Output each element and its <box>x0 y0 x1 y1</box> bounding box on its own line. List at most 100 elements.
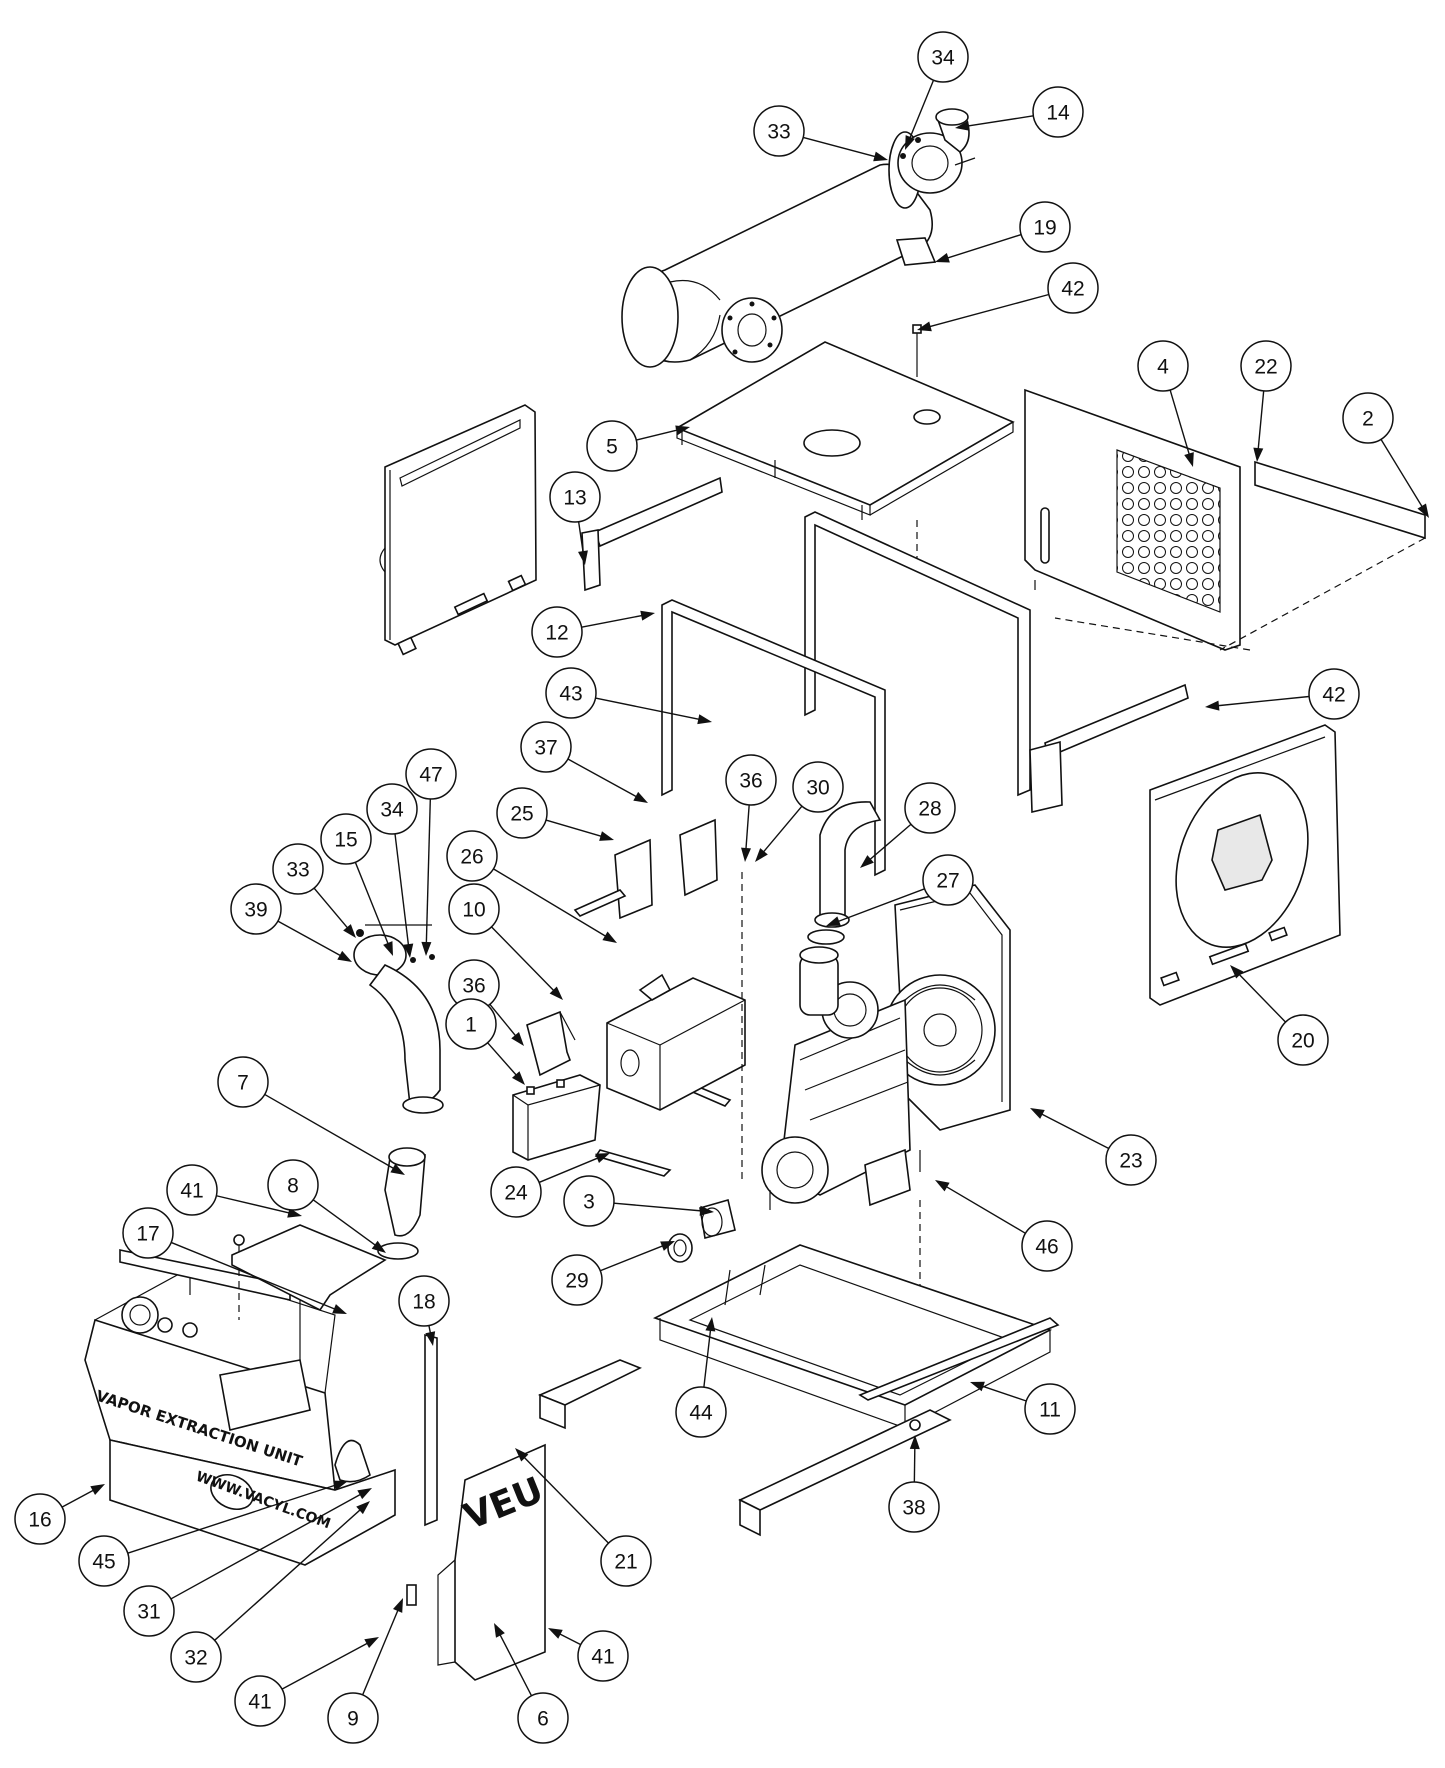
coupling-hub <box>667 1233 693 1263</box>
callout-45: 45 <box>78 1480 348 1587</box>
callout-20: 20 <box>1230 965 1329 1066</box>
callout-42: 42 <box>1205 668 1360 720</box>
callout-number: 15 <box>334 829 357 852</box>
leader-arrowhead <box>909 1435 920 1450</box>
leader-arrowhead <box>660 1241 675 1251</box>
leader-line <box>867 823 912 863</box>
leader-line <box>613 1202 705 1212</box>
leader-line <box>493 868 609 939</box>
callout-46: 46 <box>935 1180 1073 1272</box>
leader-arrowhead <box>515 1448 529 1462</box>
leader-line <box>170 1492 364 1600</box>
callout-circle <box>166 1164 218 1216</box>
callout-13: 13 <box>549 471 601 565</box>
engine-radiator-assembly <box>761 884 1011 1210</box>
leader-line <box>1236 971 1287 1023</box>
leader-line <box>490 926 557 994</box>
callout-circle <box>78 1535 130 1587</box>
callout-circle <box>1277 1014 1329 1066</box>
leader-line <box>545 819 605 838</box>
callout-number: 10 <box>462 899 485 922</box>
callout-circle <box>272 843 324 895</box>
leader-line <box>1380 438 1425 510</box>
callout-number: 14 <box>1046 102 1070 125</box>
callout-14: 14 <box>955 86 1084 138</box>
callout-10: 10 <box>448 883 563 1000</box>
leader-arrowhead <box>1253 447 1264 462</box>
top-panel <box>675 324 1015 520</box>
leader-line <box>394 833 410 949</box>
leader-arrowhead <box>602 931 617 943</box>
callout-39: 39 <box>230 883 352 962</box>
leader-line <box>760 805 803 855</box>
leader-arrowhead <box>393 1598 403 1613</box>
leader-line <box>281 1641 371 1690</box>
leader-arrowhead <box>917 321 932 332</box>
callout-number: 41 <box>248 1691 271 1714</box>
callout-24: 24 <box>490 1153 610 1218</box>
callout-1: 1 <box>445 998 525 1085</box>
callout-41: 41 <box>166 1164 302 1218</box>
callout-number: 8 <box>287 1175 299 1198</box>
leader-line <box>703 1326 712 1388</box>
callout-circle <box>517 1692 569 1744</box>
rear-strip-bar <box>1254 460 1426 540</box>
rear-frame-arch <box>804 511 1031 797</box>
callout-number: 30 <box>806 777 829 800</box>
leader-arrowhead <box>343 924 356 938</box>
callout-circle <box>917 31 969 83</box>
callout-number: 44 <box>689 1402 713 1425</box>
callout-number: 27 <box>936 870 959 893</box>
callout-43: 43 <box>545 667 712 725</box>
leader-line <box>577 521 585 556</box>
leader-line <box>214 1507 364 1641</box>
callout-9: 9 <box>327 1598 403 1744</box>
callout-circle <box>1342 392 1394 444</box>
callout-number: 18 <box>412 1291 435 1314</box>
callout-number: 32 <box>184 1647 207 1670</box>
leader-line <box>556 1631 582 1646</box>
leader-line <box>487 1042 519 1078</box>
upper-cross-bar <box>581 476 723 592</box>
front-frame-arch <box>661 599 886 877</box>
callout-circle <box>1105 1134 1157 1186</box>
leader-line <box>964 115 1034 128</box>
callout-number: 13 <box>563 487 586 510</box>
leader-arrowhead <box>675 425 690 436</box>
callout-41: 41 <box>234 1637 379 1727</box>
callout-circle <box>563 1175 615 1227</box>
callout-33: 33 <box>272 843 356 938</box>
muffler <box>621 131 937 368</box>
callout-circle <box>170 1631 222 1683</box>
leader-arrowhead <box>511 1071 525 1085</box>
callout-12: 12 <box>531 606 655 658</box>
callout-number: 34 <box>380 799 404 822</box>
callout-number: 38 <box>902 1497 925 1520</box>
leader-arrowhead <box>403 943 414 958</box>
callout-number: 9 <box>347 1708 359 1731</box>
callout-circle <box>904 782 956 834</box>
callout-number: 41 <box>591 1646 614 1669</box>
coupling-spider <box>699 1198 736 1239</box>
callout-circle <box>446 830 498 882</box>
leader-arrowhead <box>873 151 888 162</box>
leader-arrowhead <box>578 550 588 565</box>
callout-number: 1 <box>465 1014 477 1037</box>
leader-arrowhead <box>494 1623 505 1638</box>
leader-arrowhead <box>357 1488 372 1500</box>
callout-circle <box>1137 340 1189 392</box>
callout-number: 34 <box>931 47 955 70</box>
callout-22: 22 <box>1240 340 1292 462</box>
callout-circle <box>267 1159 319 1211</box>
fuel-tank <box>606 973 746 1111</box>
leader-arrowhead <box>549 986 563 1000</box>
callout-27: 27 <box>826 854 974 926</box>
callout-circle <box>448 883 500 935</box>
leader-arrowhead <box>826 916 841 926</box>
callout-circle <box>1024 1383 1076 1435</box>
callout-circle <box>1240 340 1292 392</box>
callout-8: 8 <box>267 1159 386 1253</box>
leader-arrowhead <box>390 1163 405 1175</box>
exhaust-flange-elbow <box>897 108 976 194</box>
callout-number: 36 <box>739 770 762 793</box>
